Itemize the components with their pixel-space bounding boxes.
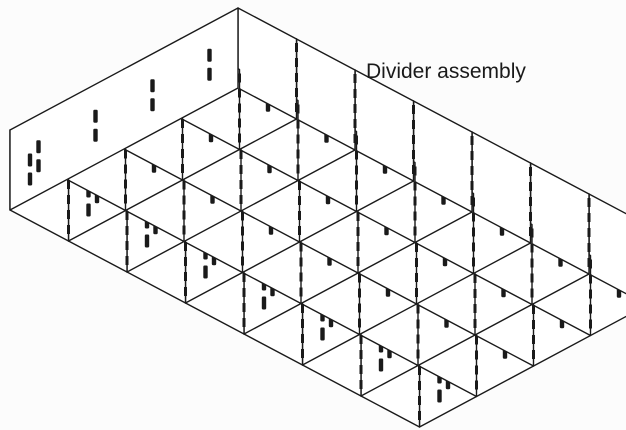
slot-upper <box>207 48 212 62</box>
slot-upper <box>93 109 98 123</box>
slot-lower <box>320 327 325 341</box>
slot-upper <box>36 140 41 154</box>
slot-lower <box>437 389 442 403</box>
slot-lower <box>86 203 91 217</box>
cross-divider <box>295 38 357 151</box>
slot-lower <box>27 172 33 186</box>
slot-lower <box>150 98 155 112</box>
slot-lower <box>207 67 212 81</box>
slot-lower <box>261 296 267 310</box>
slot-lower <box>378 358 384 372</box>
slot-lower <box>144 234 150 248</box>
slot-lower <box>203 265 208 279</box>
slot-lower <box>93 128 98 142</box>
long-panel-face <box>9 7 239 211</box>
slot-pair <box>150 79 155 112</box>
slot-pair <box>27 153 33 186</box>
slot-pair <box>93 109 98 142</box>
diagram-label: Divider assembly <box>366 60 526 83</box>
slot-upper <box>27 153 33 167</box>
slot-pair <box>36 140 41 173</box>
slot-pair <box>207 48 212 81</box>
slot-lower <box>36 159 41 173</box>
long-panel-8 <box>9 7 239 211</box>
slot-upper <box>150 79 155 93</box>
